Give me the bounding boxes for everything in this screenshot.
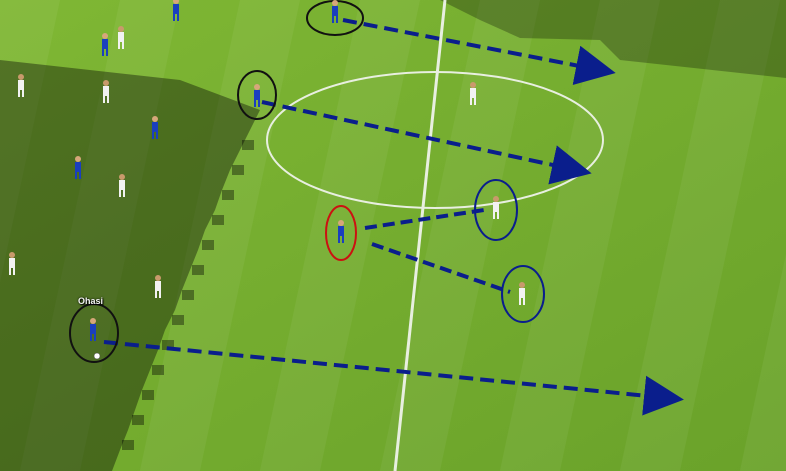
ring-ball-carrier [69,303,119,363]
player-blue [75,156,81,179]
player-white [103,80,109,103]
ring-opponent-upper [474,179,518,241]
player-blue [338,220,344,243]
run-arrow-middle [261,100,592,185]
player-white [118,26,124,49]
shadow-teeth [122,140,254,450]
run-arrow-top [342,18,616,86]
stadium-shadow-top [440,0,786,78]
run-arrow-bottom [103,340,684,416]
ring-left-mid-player [237,70,277,120]
player-blue [90,318,96,341]
player-name-label: Ohasi [78,296,104,306]
player-white [519,282,525,305]
player-white [119,174,125,197]
away-players [9,26,525,305]
ball [93,352,101,360]
player-white [470,82,476,105]
player-white [9,252,15,275]
player-white [155,275,161,298]
player-blue [332,0,338,23]
player-white [18,74,24,97]
player-white [493,196,499,219]
pass-line-upper [364,208,485,230]
player-blue [152,116,158,139]
halfway-line [393,0,447,471]
player-blue [102,33,108,56]
home-players [75,0,344,341]
stadium-shadow-left [0,60,260,471]
ring-central-player [325,205,357,261]
centre-circle [266,71,604,209]
player-blue [254,84,260,107]
player-blue [173,0,179,21]
pass-line-lower [371,242,511,294]
ring-opponent-lower [501,265,545,323]
